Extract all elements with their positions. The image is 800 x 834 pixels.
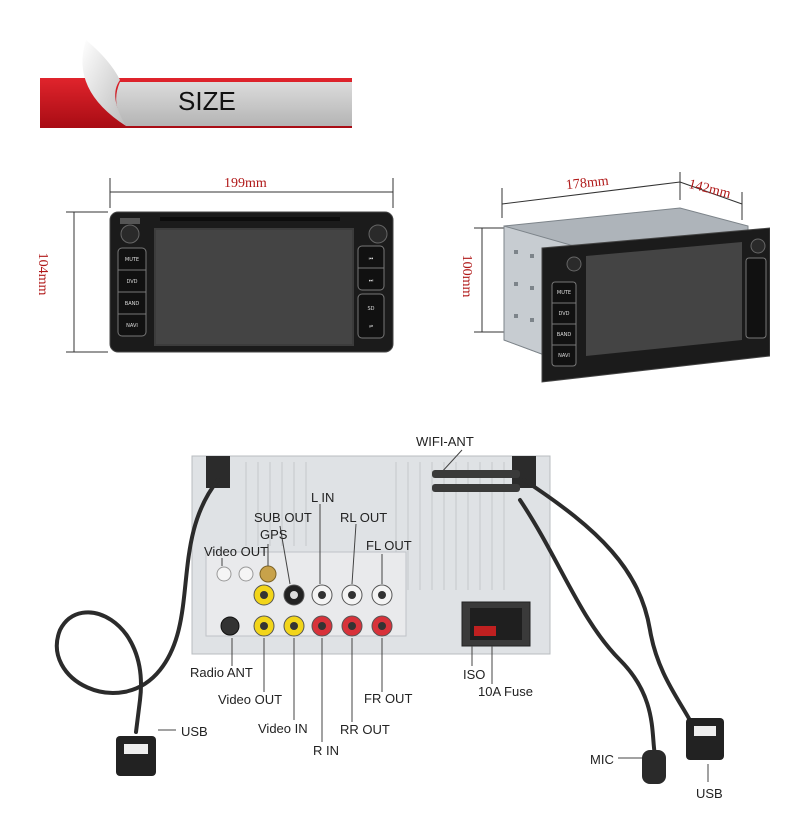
fr-out-label: FR OUT <box>364 691 413 706</box>
rl-out-label: RL OUT <box>340 510 388 525</box>
angled-btn-band: BAND <box>557 332 572 338</box>
angled-btn-navi: NAVI <box>558 353 570 359</box>
prev-track-icon: ⏮ <box>369 256 374 262</box>
next-track-icon: ⏭ <box>369 278 374 284</box>
wifi-ant-label: WIFI-ANT <box>416 434 474 449</box>
fl-out-label: FL OUT <box>366 538 412 553</box>
front-view-diagram: MUTE DVD BAND NAVI ⏮ ⏭ SD ⇌ <box>66 178 394 353</box>
size-banner <box>40 40 353 128</box>
angled-height-label: 100mm <box>459 254 474 298</box>
usb-right-label: USB <box>696 786 723 801</box>
front-btn-band: BAND <box>125 301 140 307</box>
size-title: SIZE <box>178 86 236 116</box>
fuse-label: 10A Fuse <box>478 684 533 699</box>
angled-view-diagram: MUTE DVD BAND NAVI <box>474 172 770 383</box>
sub-out-label: SUB OUT <box>254 510 312 525</box>
front-btn-navi: NAVI <box>126 323 138 329</box>
front-btn-dvd: DVD <box>126 279 137 285</box>
angled-btn-mute: MUTE <box>557 290 571 296</box>
r-in-label: R IN <box>313 743 339 758</box>
l-in-label: L IN <box>311 490 335 505</box>
usb-left-label: USB <box>181 724 208 739</box>
video-in-label: Video IN <box>258 721 308 736</box>
sd-slot-icon: SD <box>367 306 374 312</box>
video-out-bottom-label: Video OUT <box>218 692 283 707</box>
gps-label: GPS <box>260 527 288 542</box>
usb-port-icon: ⇌ <box>369 324 373 330</box>
radio-ant-label: Radio ANT <box>190 665 253 680</box>
video-out-top-label: Video OUT <box>204 544 269 559</box>
front-width-label: 199mm <box>224 176 267 191</box>
iso-label: ISO <box>463 667 486 682</box>
rr-out-label: RR OUT <box>340 722 390 737</box>
back-panel-diagram <box>55 449 724 784</box>
front-height-label: 104mm <box>35 252 50 296</box>
angled-btn-dvd: DVD <box>558 311 569 317</box>
mic-label: MIC <box>590 752 614 767</box>
front-btn-mute: MUTE <box>125 257 139 263</box>
